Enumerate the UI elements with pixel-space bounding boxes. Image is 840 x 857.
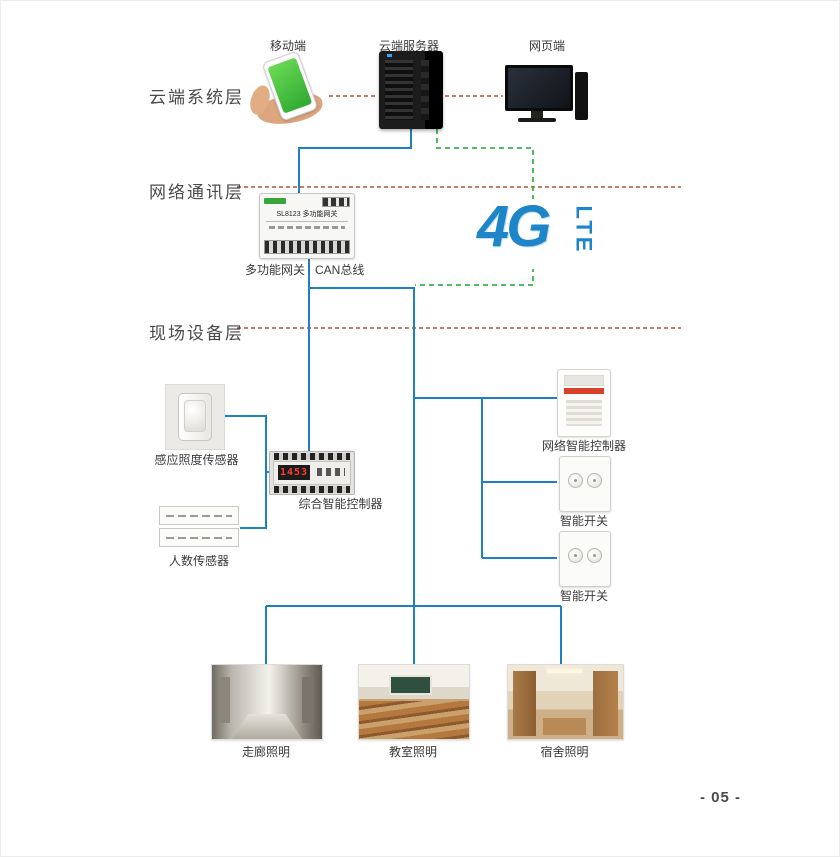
switch-knob [568,548,583,563]
gateway-fine-print [269,226,345,229]
illuminance-sensor-image [165,384,225,450]
corridor-photo [211,664,323,740]
gateway-terminal-strip [264,240,350,254]
can-bus-spine [309,287,415,606]
panel-fine-print [166,515,232,517]
server-vent-panel [420,60,429,120]
switch-knob [587,473,602,488]
integrated-controller-label: 综合智能控制器 [298,497,383,511]
monitor-stand [531,111,543,118]
controller-led-display: 1453 [278,465,310,480]
corridor-lighting-label: 走廊照明 [241,745,290,759]
desktop-tower [575,72,588,120]
cloud-layer-label: 云端系统层 [149,88,244,107]
people-counter-image [159,506,239,550]
server-led [387,54,392,57]
page-number: - 05 - [699,789,741,806]
panel-fine-print [166,537,232,539]
lte-text: LTE [571,205,597,255]
dorm-bunk [593,670,619,737]
controller-buttons [317,468,345,476]
field-layer-label: 现场设备层 [149,324,244,343]
dorm-lighting-label: 宿舍照明 [540,745,589,759]
corridor-floor [231,713,303,739]
netctrl-display [564,375,604,386]
dorm-bunk [512,670,536,737]
cloud-server-image [379,51,443,129]
switch-knob [568,473,583,488]
integrated-controller-device: 1453 [269,451,355,495]
multifunction-gateway-device: SL8123 多功能网关 [259,193,355,259]
controller-face: 1453 [273,461,351,485]
dorm-desk [542,718,587,735]
can-bus-label: CAN总线 [315,263,365,277]
smart-switch-device [559,456,611,512]
controller-bottom-terminals [274,486,350,493]
chalkboard [388,674,433,695]
classroom-lighting-label: 教室照明 [388,745,437,759]
smart-switch-label: 智能开关 [559,589,608,603]
gateway-ports [322,197,350,207]
server-tower [379,51,443,129]
network-controller-label: 网络智能控制器 [541,439,626,453]
dorm-photo [507,664,624,740]
smart-switch-label: 智能开关 [559,514,608,528]
gateway-label: 多功能网关 [244,263,305,277]
classroom-desks [359,700,469,739]
monitor-base [518,118,556,122]
illuminance-sensor-label: 感应照度传感器 [154,453,239,467]
network-controller-device [557,369,611,437]
gateway-device-title: SL8123 多功能网关 [276,211,338,218]
smart-switch-device [559,531,611,587]
4g-text: 4G [477,194,551,259]
people-sensor-panel [159,528,239,547]
web-terminal-image [505,65,589,125]
cloud-server-label: 云端服务器 [378,39,439,53]
sensor-body [178,393,212,441]
server-drive-slots [385,60,413,120]
controller-top-terminals [274,453,350,460]
mobile-label: 移动端 [269,39,306,53]
netctrl-grille [566,400,602,426]
server-to-gateway-wire [298,129,412,193]
corridor-door [302,676,315,723]
people-counter-label: 人数传感器 [168,554,229,568]
gateway-brand-logo [264,198,286,204]
mobile-phone-image [246,50,331,129]
sensor-lens [184,400,206,432]
gateway-divider [266,221,348,222]
netctrl-red-stripe [564,388,604,394]
people-sensor-panel [159,506,239,525]
lte-4g-logo: 4G LTE [473,194,601,269]
corridor-door [219,676,230,723]
switch-knob [587,548,602,563]
classroom-photo [358,664,470,740]
web-label: 网页端 [528,39,565,53]
dorm-ceiling-light [547,668,582,674]
monitor-screen [505,65,573,111]
network-layer-label: 网络通讯层 [149,183,244,202]
